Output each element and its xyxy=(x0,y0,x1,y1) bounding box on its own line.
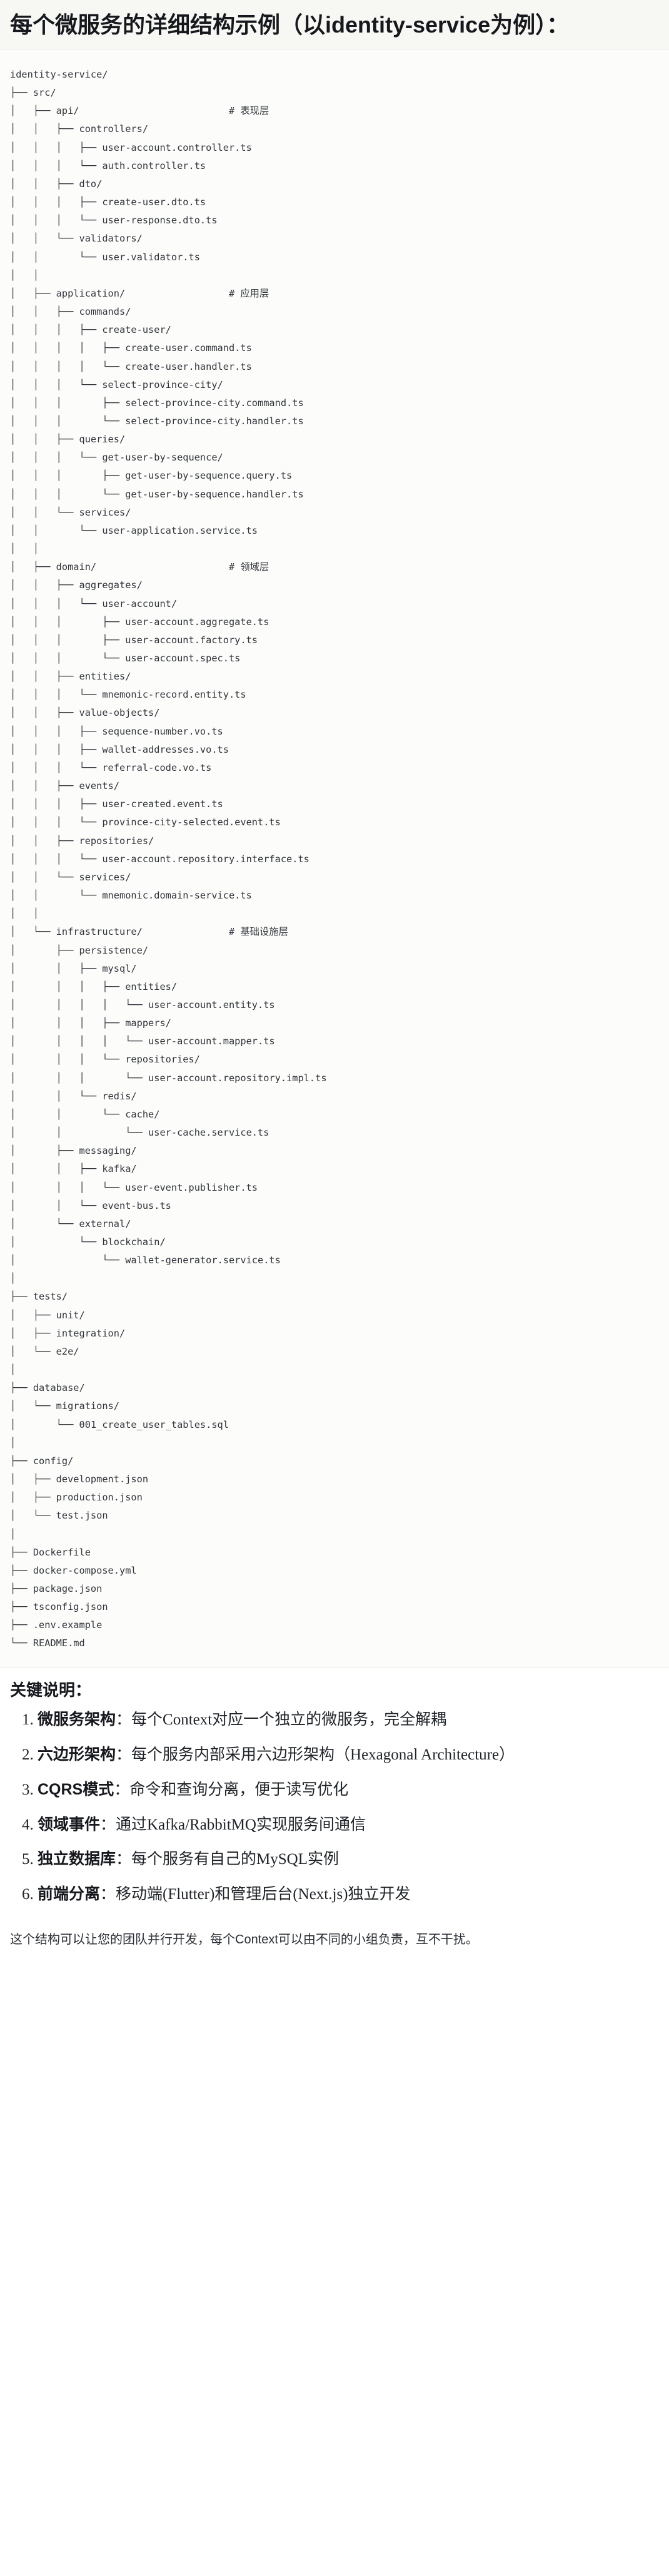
note-desc: ：命令和查询分离，便于读写优化 xyxy=(114,1781,349,1798)
list-item: 独立数据库：每个服务有自己的MySQL实例 xyxy=(38,1849,659,1870)
list-item: 前端分离：移动端(Flutter)和管理后台(Next.js)独立开发 xyxy=(38,1884,659,1905)
note-desc: ：每个服务内部采用六边形架构（Hexagonal Architecture） xyxy=(116,1746,515,1764)
note-term: 前端分离 xyxy=(38,1885,101,1903)
note-term: 微服务架构 xyxy=(38,1711,116,1729)
note-term: 六边形架构 xyxy=(38,1746,116,1764)
list-item: CQRS模式：命令和查询分离，便于读写优化 xyxy=(38,1779,659,1801)
note-term: 独立数据库 xyxy=(38,1850,116,1868)
list-item: 微服务架构：每个Context对应一个独立的微服务，完全解耦 xyxy=(38,1709,659,1731)
document-page: 每个微服务的详细结构示例（以identity-service为例）： ident… xyxy=(0,0,669,1963)
note-term: CQRS模式 xyxy=(38,1780,114,1798)
note-desc: ：每个Context对应一个独立的微服务，完全解耦 xyxy=(116,1711,447,1729)
key-notes-section: 关键说明： 微服务架构：每个Context对应一个独立的微服务，完全解耦 六边形… xyxy=(0,1667,669,1928)
page-header: 每个微服务的详细结构示例（以identity-service为例）： xyxy=(0,0,669,49)
note-desc: ：移动端(Flutter)和管理后台(Next.js)独立开发 xyxy=(100,1886,411,1903)
key-notes-list: 微服务架构：每个Context对应一个独立的微服务，完全解耦 六边形架构：每个服… xyxy=(10,1709,659,1905)
note-desc: ：通过Kafka/RabbitMQ实现服务间通信 xyxy=(100,1816,366,1833)
note-term: 领域事件 xyxy=(38,1815,101,1833)
directory-tree-text: identity-service/ ├── src/ │ ├── api/ # … xyxy=(10,69,327,1649)
list-item: 领域事件：通过Kafka/RabbitMQ实现服务间通信 xyxy=(38,1815,659,1836)
closing-paragraph: 这个结构可以让您的团队并行开发，每个Context可以由不同的小组负责，互不干扰… xyxy=(10,1932,478,1947)
directory-tree-block: identity-service/ ├── src/ │ ├── api/ # … xyxy=(0,49,669,1667)
list-item: 六边形架构：每个服务内部采用六边形架构（Hexagonal Architectu… xyxy=(38,1744,659,1766)
page-title: 每个微服务的详细结构示例（以identity-service为例）： xyxy=(10,12,570,38)
key-notes-title: 关键说明： xyxy=(10,1680,92,1699)
note-desc: ：每个服务有自己的MySQL实例 xyxy=(116,1851,339,1868)
